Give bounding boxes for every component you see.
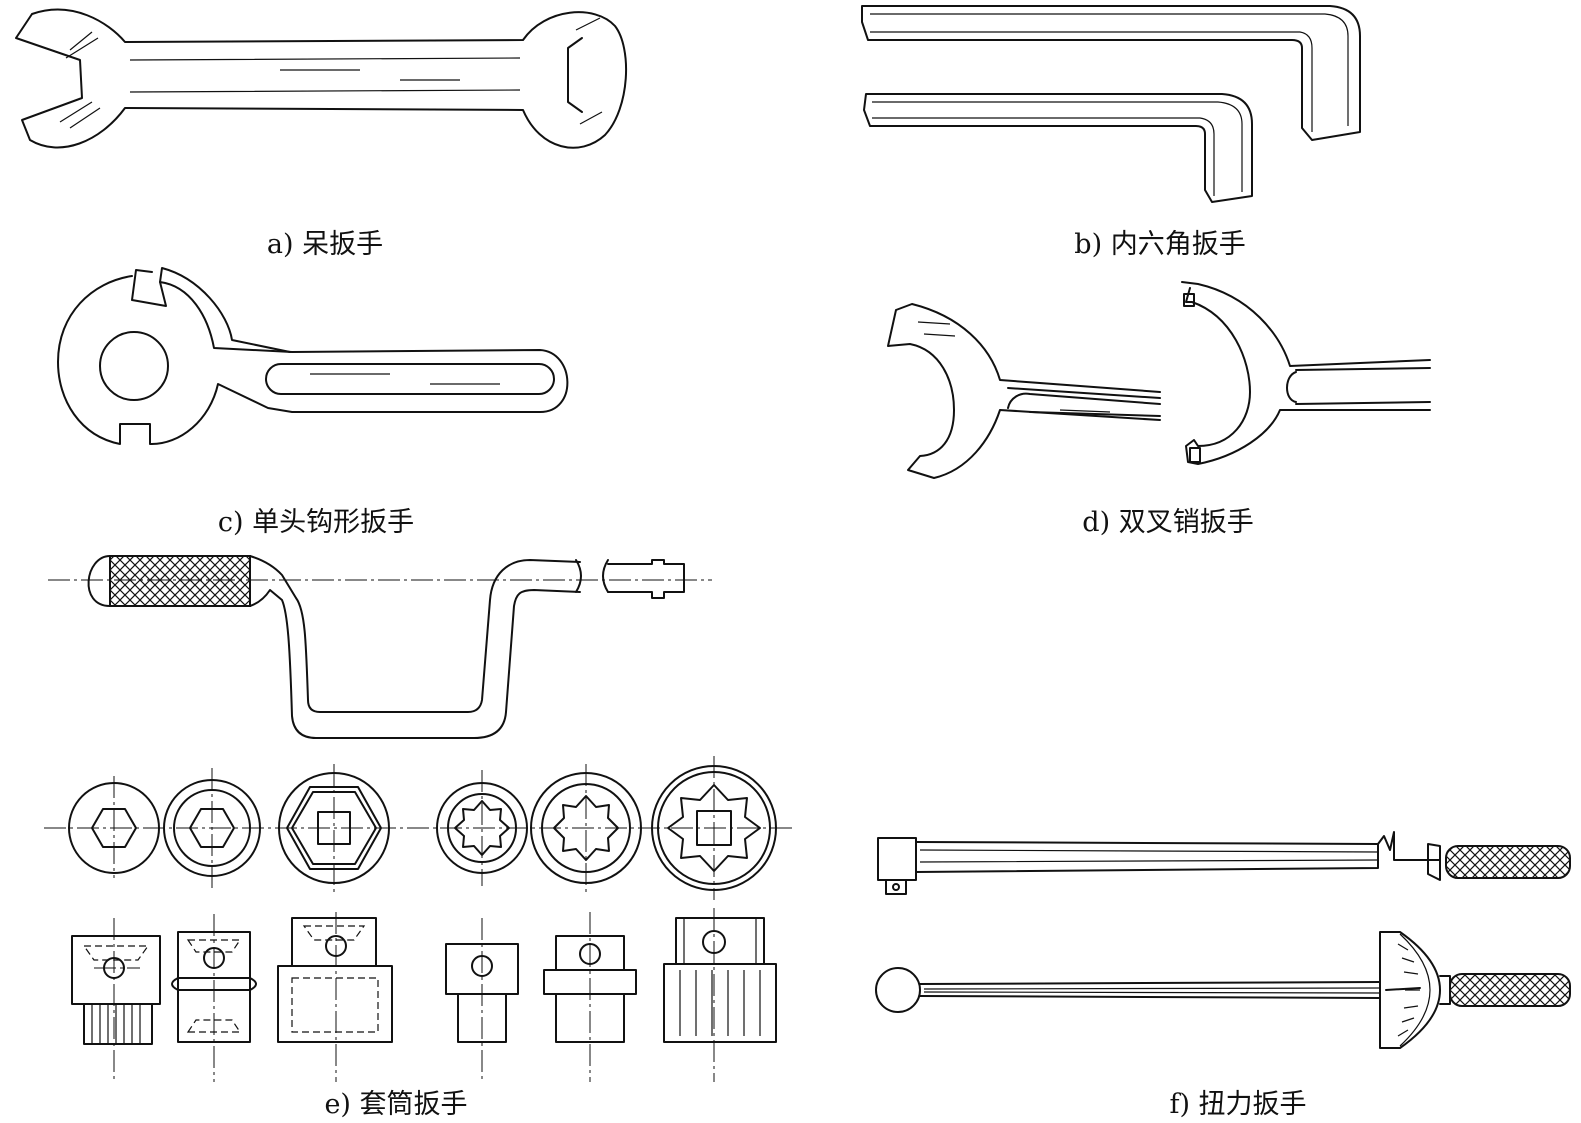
pin-spanners	[887, 281, 1431, 479]
caption-pin-spanner: d) 双叉销扳手	[1082, 507, 1254, 538]
sockets-end-view	[44, 756, 792, 900]
caption-hex-key-wrench: b) 内六角扳手	[1074, 229, 1246, 260]
hook-spanner	[57, 267, 569, 446]
caption-torque-wrench: f) 扭力扳手	[1169, 1089, 1307, 1120]
torque-wrench-dial	[875, 931, 1571, 1049]
caption-hook-spanner: c) 单头钩形扳手	[217, 507, 415, 538]
socket-wrench-handle	[48, 555, 712, 739]
hex-key-wrenches	[861, 5, 1361, 203]
sockets-side-view	[71, 908, 777, 1082]
caption-socket-wrench: e) 套筒扳手	[324, 1089, 468, 1120]
open-end-wrench	[15, 8, 628, 149]
torque-wrench-beam	[877, 831, 1571, 895]
caption-open-end-wrench: a) 呆扳手	[266, 229, 384, 260]
